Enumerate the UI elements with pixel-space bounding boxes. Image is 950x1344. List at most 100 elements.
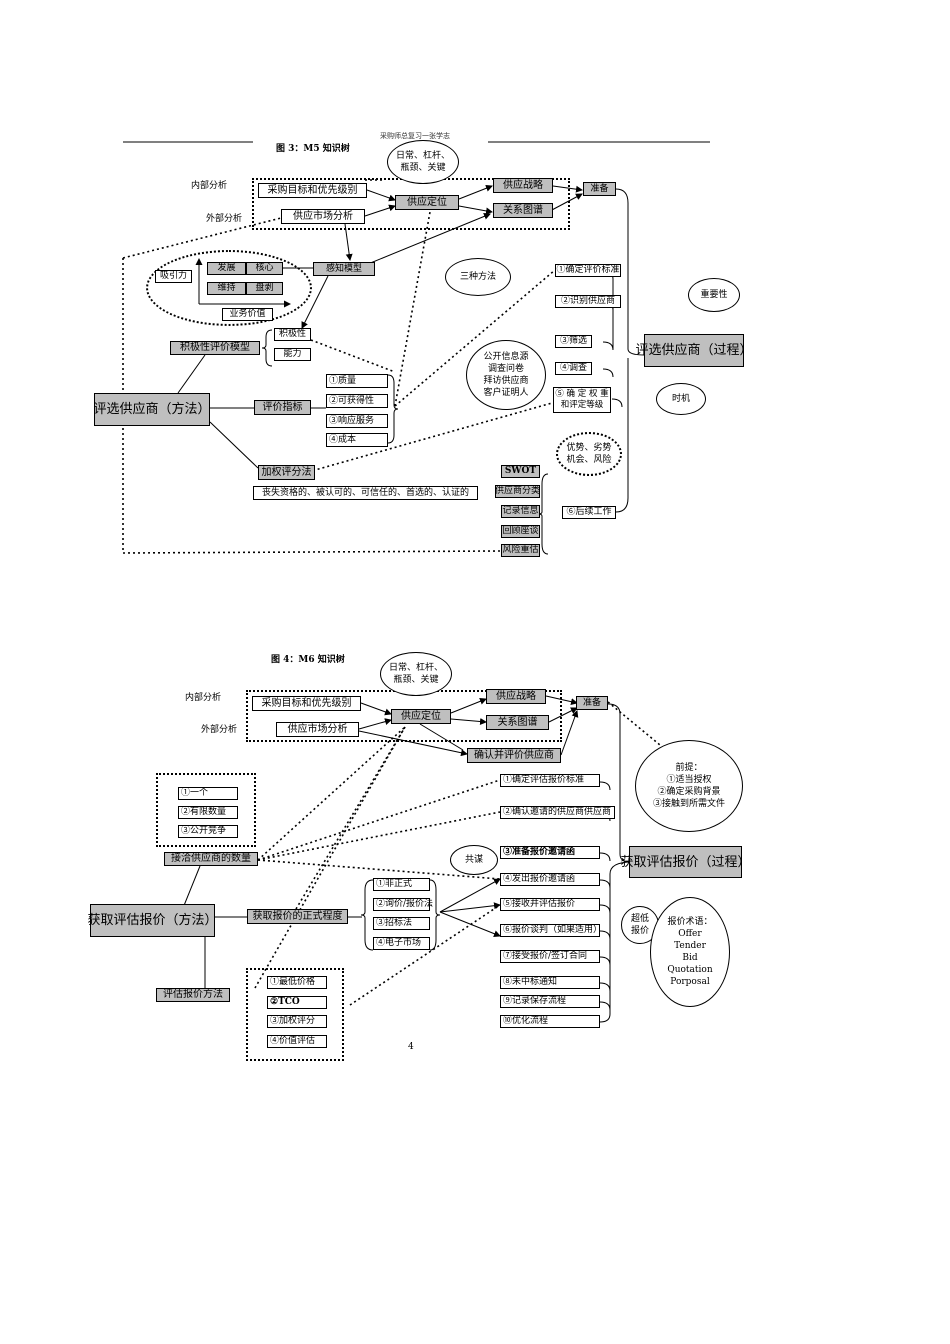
m6-confirm-box: 确认并评价供应商 — [467, 748, 561, 763]
m5-survey-line: 公开信息源 — [483, 351, 529, 362]
m6-terms-line: Porposal — [670, 977, 710, 988]
m5-survey-bubble: 公开信息源 调查问卷 拜访供应商 客户证明人 — [466, 340, 546, 410]
m6-bubble-quadrants: 日常、杠杆、瓶颈、关键 — [380, 652, 452, 696]
m5-position-box: 供应定位 — [395, 195, 459, 210]
m5-step-1: ①确定评价标准 — [555, 264, 621, 277]
m5-ability: 能力 — [274, 348, 311, 361]
m5-quad-core: 核心 — [246, 262, 283, 275]
m5-index-quality: ①质量 — [326, 374, 388, 388]
m6-step-1: ①确定评估报价标准 — [500, 774, 600, 787]
m5-step-3: ③筛选 — [555, 335, 592, 348]
m5-attract-box: 吸引力 — [155, 270, 192, 283]
m5-followup-risk: 风险重估 — [501, 544, 540, 557]
m5-survey-line: 调查问卷 — [487, 363, 524, 374]
m6-ultra-low-bubble: 超低报价 — [621, 906, 659, 944]
m6-step-5: ⑤接收并评估报价 — [500, 898, 600, 911]
m6-step-9: ⑨记录保存流程 — [500, 995, 600, 1008]
m5-index-availability: ②可获得性 — [326, 394, 388, 408]
m5-strategy-box: 供应战略 — [493, 178, 553, 193]
m5-survey-line: 客户证明人 — [483, 388, 529, 399]
m6-formal-rfq: ②询价/报价法 — [373, 898, 433, 911]
m5-perception-box: 感知模型 — [313, 262, 375, 276]
m5-swot-line: 优势、劣势 — [566, 442, 612, 453]
m6-strategy-box: 供应战略 — [486, 689, 546, 704]
m5-followup-swot: SWOT — [501, 465, 540, 478]
m6-formal-tender: ③招标法 — [373, 917, 430, 930]
m6-title: 图 4：M6 知识树 — [271, 655, 345, 665]
m5-positivity-model: 积极性评价模型 — [170, 341, 260, 355]
m6-terms-line: Bid — [682, 953, 698, 963]
m6-eval-tco: ②TCO — [267, 996, 327, 1009]
m5-quad-maintain: 维持 — [207, 282, 246, 295]
m6-terms-line: 报价术语： — [667, 916, 713, 927]
m6-count-open: ③公开竞争 — [178, 825, 238, 838]
m6-terms-line: Offer — [678, 928, 702, 939]
m5-method-main: 评选供应商（方法） — [94, 393, 211, 426]
m5-eval-index: 评价指标 — [254, 400, 311, 415]
m6-terms-bubble: 报价术语： Offer Tender Bid Quotation Porposa… — [650, 897, 730, 1007]
m6-step-4: ④发出报价邀请函 — [500, 873, 600, 886]
m6-formality: 获取报价的正式程度 — [247, 909, 348, 924]
running-header: 采购师总复习一张学志 — [380, 132, 450, 140]
m6-premise-bubble: 前提： ①适当授权 ②确定采购背景 ③接触到所需文件 — [635, 740, 743, 832]
m6-eval-method: 评估报价方法 — [156, 988, 230, 1002]
m5-step-5: ⑤ 确 定 权 重和评定等级 — [553, 387, 611, 413]
m5-bubble-line: 瓶颈、关键 — [400, 163, 446, 173]
m6-goal-box: 采购目标和优先级别 — [252, 696, 361, 711]
m5-index-service: ③响应服务 — [326, 414, 388, 428]
m5-title: 图 3：M5 知识树 — [276, 144, 350, 154]
m5-bubble-quadrants: 日常、杠杆、瓶颈、关键 — [387, 140, 459, 184]
m6-prepare-box: 准备 — [576, 696, 608, 710]
m5-step-2: ②识别供应商 — [555, 295, 621, 308]
m6-joint-bubble: 共谋 — [450, 845, 498, 875]
m5-followup-record: 记录信息 — [501, 505, 540, 518]
m5-bubble-three-methods: 三种方法 — [445, 258, 511, 296]
m6-label-external: 外部分析 — [201, 725, 238, 735]
m6-bubble-line: 瓶颈、关键 — [393, 675, 439, 685]
m6-premise-line: ②确定采购背景 — [657, 787, 721, 797]
m5-process-main: 评选供应商（过程） — [636, 334, 753, 367]
m6-eval-frame — [246, 968, 344, 1061]
m5-prepare-box: 准备 — [583, 182, 616, 196]
m6-count-one: ①一个 — [178, 787, 238, 800]
m6-step-10: ⑩优化流程 — [500, 1015, 600, 1028]
m6-step-8: ⑧未中标通知 — [500, 976, 600, 989]
m5-survey-line: 拜访供应商 — [483, 376, 529, 386]
m5-label-external: 外部分析 — [206, 214, 243, 224]
m6-terms-line: Quotation — [667, 965, 713, 976]
m6-step-7: ⑦接受报价/签订合同 — [500, 950, 600, 963]
m6-label-internal: 内部分析 — [185, 693, 222, 703]
m6-method-main: 获取评估报价（方法） — [88, 904, 218, 937]
m5-label-internal: 内部分析 — [191, 181, 228, 191]
m5-qualifiers: 丧失资格的、被认可的、可信任的、首选的、认证的 — [253, 486, 478, 500]
m6-eval-value: ④价值评估 — [267, 1035, 327, 1048]
m6-premise-line: ①适当授权 — [666, 774, 712, 785]
m6-bubble-line: 日常、杠杆、 — [388, 662, 443, 673]
m6-market-box: 供应市场分析 — [276, 722, 359, 737]
m5-step-4: ④调查 — [555, 362, 592, 375]
m6-formal-informal: ①非正式 — [373, 878, 430, 891]
m5-timing-bubble: 时机 — [656, 383, 706, 415]
m6-position-box: 供应定位 — [391, 709, 451, 724]
m5-quad-develop: 发展 — [207, 262, 246, 275]
m6-terms-line: Tender — [674, 940, 706, 951]
m6-premise-line: 前提： — [675, 762, 703, 773]
m5-swot-line: 机会、风险 — [566, 455, 612, 465]
m6-relation-box: 关系图谱 — [486, 715, 549, 730]
m6-count-label: 接洽供应商的数量 — [164, 852, 258, 866]
m5-relation-box: 关系图谱 — [493, 203, 553, 218]
m5-followup-review: 回顾座谈 — [501, 525, 540, 538]
m6-formal-emarket: ④电子市场 — [373, 937, 430, 950]
m6-count-limited: ②有限数量 — [178, 806, 238, 819]
m6-step-2: ②确认邀请的供应商供应商 — [500, 806, 615, 819]
m5-step-6: ⑥后续工作 — [562, 506, 616, 519]
m6-eval-weighted: ③加权评分 — [267, 1015, 327, 1028]
m6-count-frame — [156, 773, 256, 847]
m6-eval-lowest: ①最低价格 — [267, 976, 327, 989]
m5-index-cost: ④成本 — [326, 433, 388, 447]
m6-ultra-line: 报价 — [630, 926, 649, 936]
m6-step-6: ⑥报价谈判（如果适用） — [500, 924, 602, 937]
m5-importance-bubble: 重要性 — [688, 278, 740, 312]
m5-weighting: 加权评分法 — [258, 465, 315, 480]
m5-business-value: 业务价值 — [222, 308, 273, 321]
